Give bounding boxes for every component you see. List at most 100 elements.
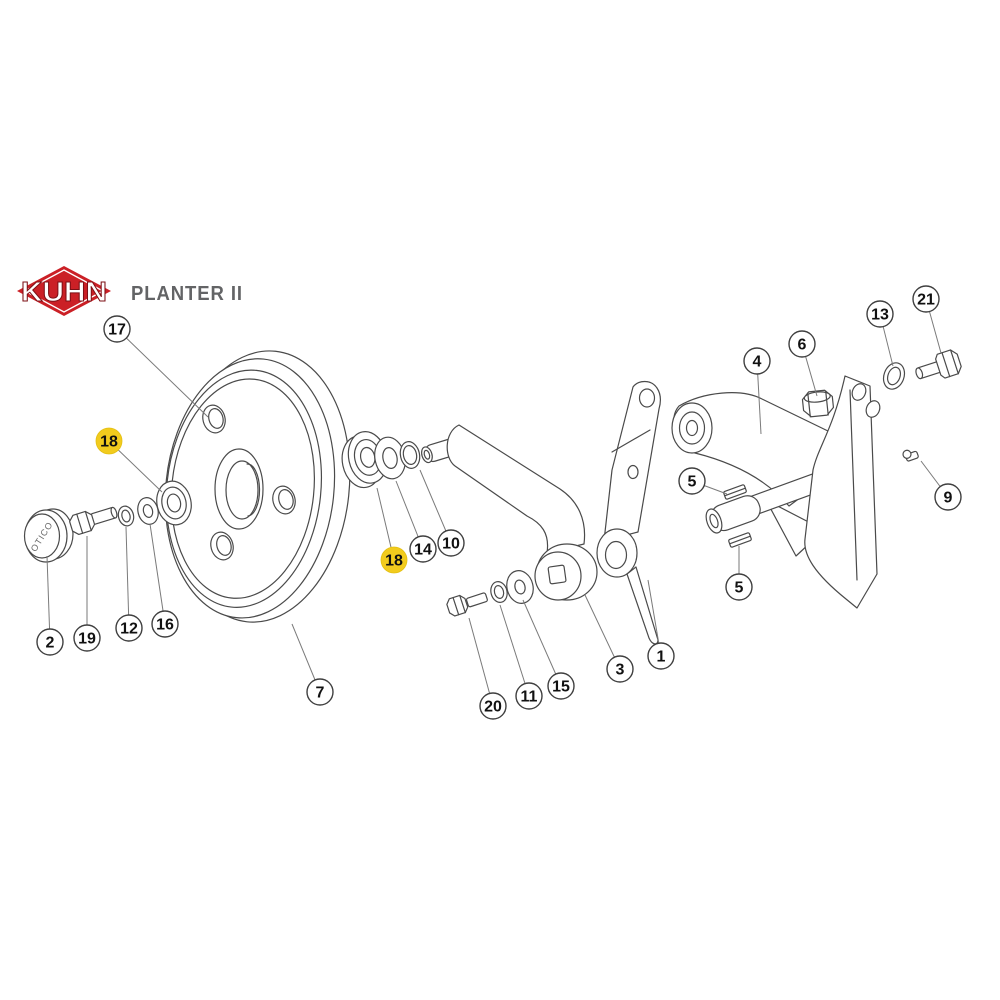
callout-7[interactable]: 7 (306, 678, 334, 706)
leader-line-16 (149, 523, 166, 625)
callout-1[interactable]: 1 (647, 642, 675, 670)
callout-number: 9 (944, 490, 953, 507)
callout-number: 11 (521, 689, 538, 706)
leader-line-2 (46, 555, 51, 643)
callout-18-highlighted[interactable]: 18 (95, 427, 123, 455)
callout-number: 3 (616, 662, 625, 679)
crank-arm (421, 424, 598, 601)
grease-fitting-9 (902, 449, 919, 462)
callout-10[interactable]: 10 (437, 529, 465, 557)
key-5-upper (723, 484, 747, 500)
callout-number: 18 (385, 553, 403, 570)
pivot-tube (705, 495, 761, 534)
nut-6 (801, 389, 835, 418)
callout-circle[interactable] (437, 529, 465, 557)
callout-number: 7 (316, 685, 325, 702)
callout-number: 13 (871, 307, 889, 324)
callout-2[interactable]: 2 (36, 628, 64, 656)
callout-18-highlighted[interactable]: 18 (380, 546, 408, 574)
callout-number: 21 (917, 292, 935, 309)
callout-circle[interactable] (479, 692, 507, 720)
callout-circle[interactable] (866, 300, 894, 328)
callout-number: 14 (414, 542, 432, 559)
bracket-4 (671, 375, 881, 609)
callout-21[interactable]: 21 (912, 285, 940, 313)
callout-circle[interactable] (912, 285, 940, 313)
callout-circle[interactable] (115, 614, 143, 642)
logo-diamond-inner-border (23, 269, 105, 313)
callout-circle[interactable] (743, 347, 771, 375)
callout-number: 17 (108, 322, 126, 339)
callout-circle[interactable] (547, 672, 575, 700)
washer-12 (117, 505, 135, 527)
callout-17[interactable]: 17 (103, 315, 131, 343)
callout-circle[interactable] (409, 535, 437, 563)
product-title: PLANTER II (131, 283, 243, 305)
callout-9[interactable]: 9 (934, 483, 962, 511)
callout-16[interactable]: 16 (151, 610, 179, 638)
callout-circle[interactable] (306, 678, 334, 706)
logo-text: KUHN (21, 276, 107, 307)
bracket-right-plate (804, 375, 878, 609)
callout-4[interactable]: 4 (743, 347, 771, 375)
callout-13[interactable]: 13 (866, 300, 894, 328)
leader-line-20 (468, 617, 494, 707)
callout-number: 10 (442, 536, 460, 553)
callout-circle[interactable] (647, 642, 675, 670)
hub-cap-2: OTICO (23, 508, 74, 563)
callout-number: 16 (156, 617, 174, 634)
callout-circle[interactable] (103, 315, 131, 343)
callout-circle[interactable] (606, 655, 634, 683)
callout-number: 15 (552, 679, 570, 696)
callout-number: 6 (798, 337, 807, 354)
logo-diamond (17, 266, 111, 316)
callout-number: 5 (735, 580, 744, 597)
callout-circle[interactable] (151, 610, 179, 638)
callout-number: 2 (46, 635, 55, 652)
callout-circle[interactable] (678, 467, 706, 495)
callout-number: 4 (753, 354, 762, 371)
callout-circle-highlighted[interactable] (95, 427, 123, 455)
wheel-bolt-hole (272, 485, 296, 515)
callout-5[interactable]: 5 (678, 467, 706, 495)
callout-20[interactable]: 20 (479, 692, 507, 720)
callout-5[interactable]: 5 (725, 573, 753, 601)
callout-15[interactable]: 15 (547, 672, 575, 700)
washer-15 (506, 570, 534, 604)
callout-circle[interactable] (515, 682, 543, 710)
callout-14[interactable]: 14 (409, 535, 437, 563)
bearing-18-left (156, 480, 192, 526)
callout-number: 1 (657, 649, 666, 666)
bolt-20 (446, 592, 488, 617)
press-wheel (164, 350, 351, 623)
callout-number: 5 (688, 474, 697, 491)
callout-19[interactable]: 19 (73, 624, 101, 652)
callout-circle[interactable] (934, 483, 962, 511)
callout-number: 18 (100, 434, 118, 451)
callout-number: 12 (120, 621, 138, 638)
wheel-bolt-hole (202, 404, 226, 434)
callout-circle-highlighted[interactable] (380, 546, 408, 574)
spacer-10 (399, 441, 421, 469)
leader-line-12 (125, 526, 130, 629)
link-plate-1 (596, 380, 661, 645)
leader-line-11 (499, 604, 530, 697)
bolt-21 (915, 349, 962, 380)
plate-hole (865, 400, 881, 418)
callout-6[interactable]: 6 (788, 330, 816, 358)
callout-circle[interactable] (73, 624, 101, 652)
callout-circle[interactable] (725, 573, 753, 601)
crank-hub-3 (534, 543, 598, 601)
callout-circle[interactable] (788, 330, 816, 358)
leader-line-17 (116, 328, 209, 418)
key-5-lower (728, 532, 752, 548)
callout-3[interactable]: 3 (606, 655, 634, 683)
callout-11[interactable]: 11 (515, 682, 543, 710)
washer-14 (374, 436, 406, 480)
callout-12[interactable]: 12 (115, 614, 143, 642)
leader-line-15 (522, 599, 562, 687)
callout-circle[interactable] (36, 628, 64, 656)
